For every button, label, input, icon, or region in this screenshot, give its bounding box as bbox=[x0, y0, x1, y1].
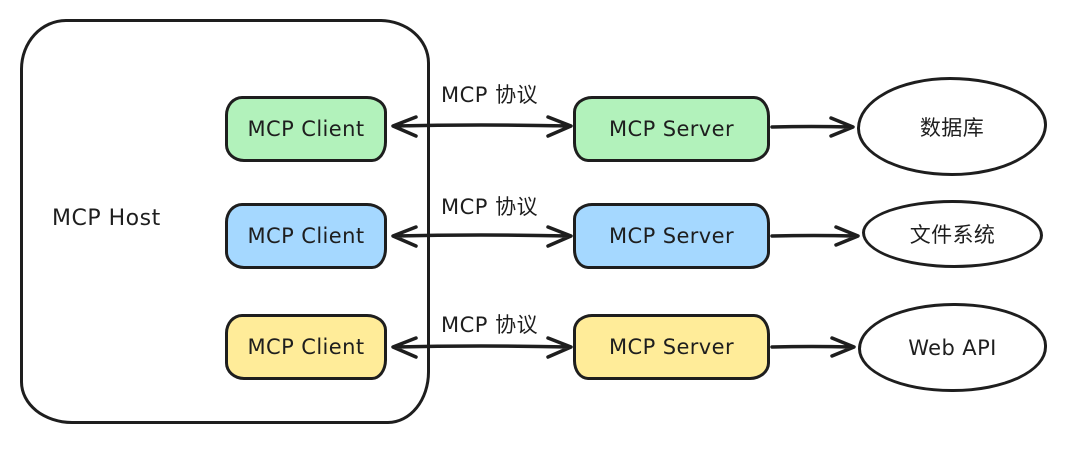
client-label-2: MCP Client bbox=[247, 224, 365, 248]
resource-ellipse-2: 文件系统 bbox=[862, 200, 1043, 268]
protocol-label-2: MCP 协议 bbox=[441, 195, 539, 219]
bidirectional-arrow-client-server-2 bbox=[391, 225, 573, 248]
server-label-3: MCP Server bbox=[609, 335, 734, 359]
protocol-label-3: MCP 协议 bbox=[441, 313, 539, 337]
bidirectional-arrow-client-server-1 bbox=[391, 115, 573, 138]
client-label-1: MCP Client bbox=[247, 117, 365, 141]
server-box-3: MCP Server bbox=[573, 314, 770, 380]
resource-ellipse-3: Web API bbox=[858, 303, 1047, 392]
arrow-server-resource-1 bbox=[770, 116, 855, 138]
server-box-1: MCP Server bbox=[573, 96, 770, 162]
protocol-label-1: MCP 协议 bbox=[441, 83, 539, 107]
client-box-2: MCP Client bbox=[225, 203, 387, 269]
resource-label-2: 文件系统 bbox=[909, 223, 996, 247]
arrow-server-resource-3 bbox=[770, 336, 856, 358]
host-container-box bbox=[20, 19, 430, 424]
host-label: MCP Host bbox=[52, 206, 161, 231]
server-label-1: MCP Server bbox=[609, 117, 734, 141]
server-label-2: MCP Server bbox=[609, 224, 734, 248]
resource-label-3: Web API bbox=[908, 335, 997, 360]
client-box-1: MCP Client bbox=[225, 96, 387, 162]
client-label-3: MCP Client bbox=[247, 335, 365, 359]
resource-label-1: 数据库 bbox=[919, 115, 985, 140]
arrow-server-resource-2 bbox=[770, 225, 860, 247]
resource-ellipse-1: 数据库 bbox=[857, 77, 1047, 176]
server-box-2: MCP Server bbox=[573, 203, 770, 269]
client-box-3: MCP Client bbox=[225, 314, 387, 380]
bidirectional-arrow-client-server-3 bbox=[391, 336, 573, 359]
